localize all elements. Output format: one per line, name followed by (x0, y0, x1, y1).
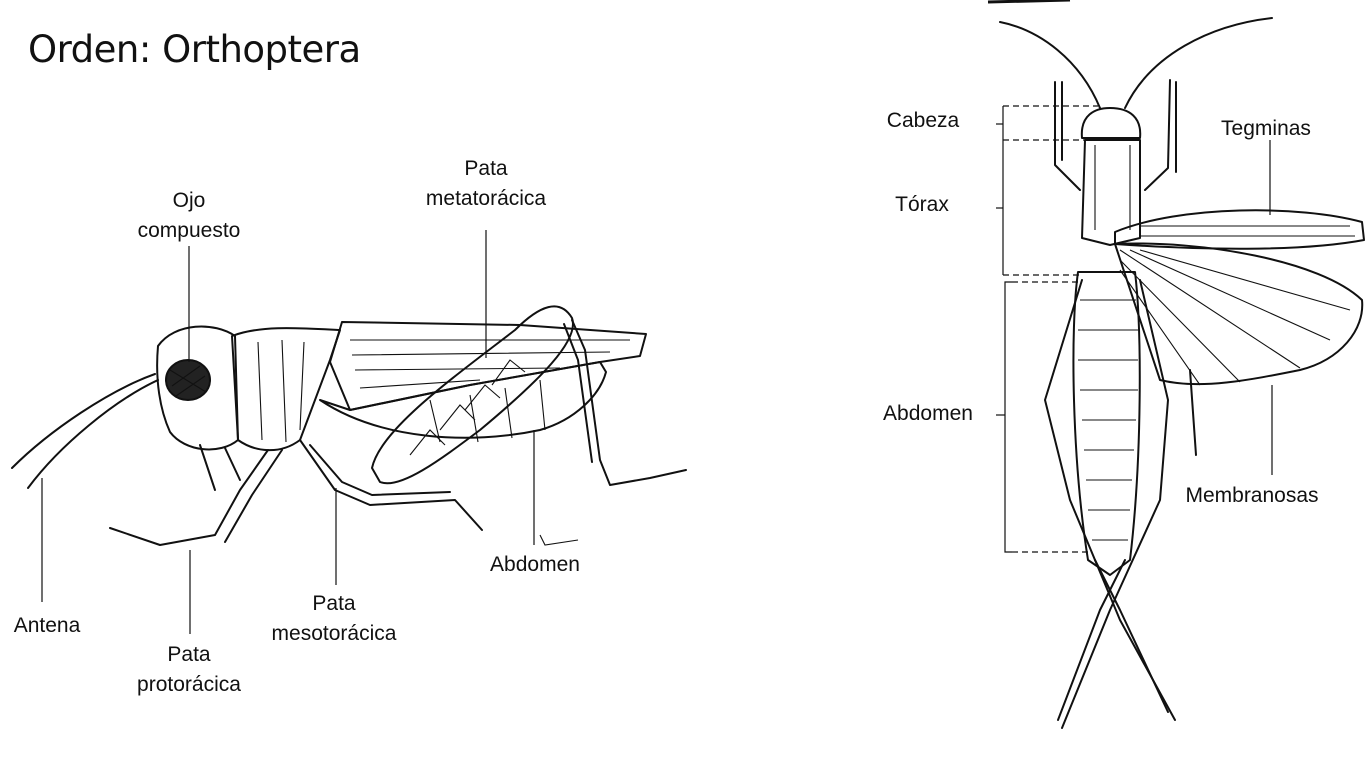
dorsal-brackets (996, 105, 1273, 553)
label-line: Abdomen (490, 553, 580, 576)
label-line: Antena (13, 614, 81, 637)
label-pata-protoracica: Pata protorácica (116, 640, 262, 700)
label-torax: Tórax (895, 193, 949, 216)
lateral-grasshopper-drawing (11, 305, 687, 546)
label-line: mesotorácica (271, 622, 397, 645)
label-abdomen-dorsal: Abdomen (883, 402, 973, 425)
label-pata-mesotoracica: Pata mesotorácica (254, 589, 414, 649)
label-pata-metatoracica: Pata metatorácica (404, 154, 568, 214)
label-line: protorácica (137, 673, 241, 696)
label-antena: Antena (4, 611, 90, 641)
label-membranosas: Membranosas (1185, 484, 1319, 507)
label-ojo-compuesto: Ojo compuesto (118, 186, 260, 246)
label-line: Pata (167, 643, 211, 666)
label-line: compuesto (137, 219, 241, 242)
label-line: Pata (312, 592, 356, 615)
lateral-leader-lines (41, 230, 535, 634)
dorsal-grasshopper-drawing (987, 0, 1365, 729)
label-abdomen-lateral: Abdomen (476, 550, 594, 580)
label-cabeza: Cabeza (886, 109, 960, 132)
label-tegminas: Tegminas (1221, 117, 1311, 140)
slide-title: Orden: Orthoptera (28, 28, 361, 71)
label-line: Ojo (172, 189, 206, 212)
compound-eye (165, 359, 211, 401)
label-line: Pata (464, 157, 508, 180)
label-line: metatorácica (425, 187, 547, 210)
